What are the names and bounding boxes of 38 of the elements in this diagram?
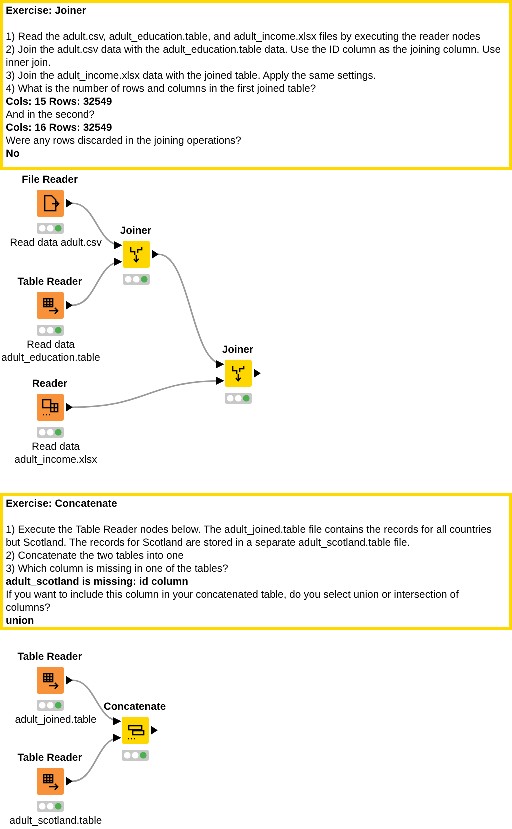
question-text: 4) What is the number of rows and columns in the first joined table? (6, 83, 318, 96)
answer-text: No (6, 148, 21, 161)
annotation-heading: Exercise: Concatenate (6, 498, 118, 511)
annotation-box (0, 0, 512, 170)
question-text: Were any rows discarded in the joining operations? (6, 135, 242, 148)
node-title: Table Reader (16, 651, 84, 664)
question-text: 3) Join the adult_income.xlsx data with the joined table. Apply the same settings. (6, 70, 378, 83)
answer-text: Cols: 16 Rows: 32549 (6, 122, 114, 135)
node-caption: adult_joined.table (14, 714, 98, 727)
question-text: If you want to include this column in your concatenated table, do you select union or intersection of columns? (6, 589, 460, 615)
node-caption: Read data adult.csv (9, 237, 103, 250)
connector-arrow (72, 680, 122, 724)
node-caption: Read data adult_income.xlsx (14, 441, 98, 467)
annotation-box (0, 493, 512, 630)
connector-arrow (72, 202, 122, 248)
node-title: File Reader (20, 174, 80, 187)
question-text: 3) Which column is missing in one of the tables? (6, 563, 230, 576)
node-title: Joiner (119, 225, 153, 238)
question-text: And in the second? (6, 109, 96, 122)
node-title: Concatenate (102, 701, 168, 714)
node-title: Reader (31, 378, 69, 391)
connector-arrow (72, 735, 122, 782)
question-text: 2) Concatenate the two tables into one (6, 550, 185, 563)
answer-text: adult_scotland is missing: id column (6, 576, 190, 589)
connector-arrow (72, 377, 224, 408)
answer-text: Cols: 15 Rows: 32549 (6, 96, 114, 109)
annotation-heading: Exercise: Joiner (6, 5, 88, 18)
node-caption: Read data adult_education.table (0, 339, 102, 365)
node-title: Table Reader (16, 752, 84, 765)
connector-arrow (158, 254, 224, 366)
question-text: 1) Read the adult.csv, adult_education.table, and adult_income.xlsx files by executing the reader nodes (6, 31, 482, 44)
question-text: 2) Join the adult.csv data with the adult_education.table data. Use the ID column as the joining column. Use inner join. (6, 44, 502, 70)
answer-text: union (6, 615, 36, 628)
question-text: 1) Execute the Table Reader nodes below. The adult_joined.table file contains the records for all countries but Scotland. The records for Scotland are stored in a separate adult_scotland.table file. (6, 524, 493, 550)
node-title: Joiner (221, 344, 255, 357)
connector-arrow (72, 259, 122, 306)
node-caption: adult_scotland.table (8, 815, 104, 828)
node-title: Table Reader (16, 276, 84, 289)
